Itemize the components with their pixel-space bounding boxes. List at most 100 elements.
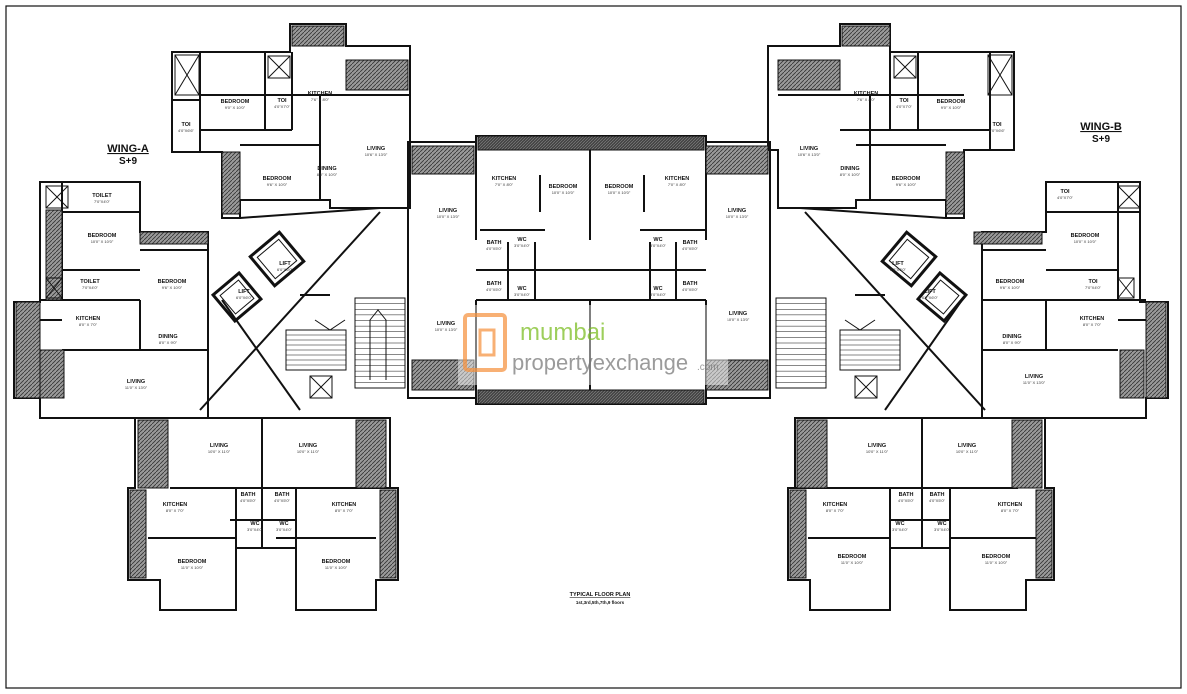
room-label: BEDROOM — [838, 554, 867, 560]
fixture-layer — [45, 54, 1141, 399]
room-label: DINING — [1002, 334, 1021, 340]
room-dimension: 10'0" X 13'0" — [727, 317, 750, 322]
room-dimension: 10'6" X 13'0" — [798, 152, 821, 157]
wall-layer — [13, 23, 1169, 611]
room-label: BEDROOM — [605, 184, 634, 190]
room-label: LIVING — [437, 321, 455, 327]
room-dimension: 11'0" X 10'0" — [325, 565, 348, 570]
room-label: WC — [517, 237, 526, 243]
balcony-hatch-layer — [15, 25, 1167, 579]
room-dimension: 9'0" X 10'0" — [941, 105, 962, 110]
room-label: WC — [250, 521, 259, 527]
plan-subtitle: 1st,3rd,5th,7th,9 floors — [576, 600, 625, 605]
room-label: BEDROOM — [1071, 233, 1100, 239]
room-label: LIVING — [729, 311, 747, 317]
room-dimension: 8'0" X 10'0" — [317, 172, 338, 177]
room-label: TOILET — [80, 279, 100, 285]
room-dimension: 8'0" X 7'0" — [1001, 508, 1020, 513]
room-dimension: 10'0" X 10'0" — [1074, 239, 1097, 244]
room-label: TOI — [992, 122, 1002, 128]
room-dimension: 9'0" X 10'0" — [225, 105, 246, 110]
room-dimension: 10'0" X 10'0" — [91, 239, 114, 244]
room-label: BEDROOM — [549, 184, 578, 190]
room-dimension: 3'0"X4'0" — [892, 527, 909, 532]
room-label: LIVING — [1025, 374, 1043, 380]
room-label: LIFT — [924, 289, 936, 295]
watermark-brand-line1: mumbai — [520, 319, 605, 346]
room-label: WC — [653, 286, 662, 292]
room-label: BEDROOM — [221, 99, 250, 105]
room-dimension: 8'0" X 7'0" — [1083, 322, 1102, 327]
room-dimension: 3'0"X4'0" — [514, 243, 531, 248]
room-dimension: 11'0" X 13'0" — [125, 385, 148, 390]
room-dimension: 4'0"X5'0" — [274, 498, 291, 503]
room-label: LIVING — [958, 443, 976, 449]
room-label: KITCHEN — [308, 91, 332, 97]
room-dimension: 7'0"X4'0" — [1085, 285, 1102, 290]
room-dimension: 4'0"X5'0" — [682, 246, 699, 251]
room-dimension: 7'0" X 8'0" — [668, 182, 687, 187]
room-dimension: 8'0" X 7'0" — [79, 322, 98, 327]
room-dimension: 10'0" X 11'0" — [297, 449, 320, 454]
room-label: LIVING — [800, 146, 818, 152]
room-label: KITCHEN — [823, 502, 847, 508]
room-label: KITCHEN — [998, 502, 1022, 508]
plan-title: TYPICAL FLOOR PLAN — [570, 592, 631, 598]
room-dimension: 4'0"X5'0" — [486, 246, 503, 251]
room-dimension: 3'0"X4'0" — [276, 527, 293, 532]
room-label: KITCHEN — [854, 91, 878, 97]
room-dimension: 6'0"X6'0" — [890, 267, 907, 272]
room-dimension: 10'0" X 11'0" — [208, 449, 231, 454]
room-dimension: 8'0" X 7'0" — [166, 508, 185, 513]
room-dimension: 4'0"X6'6" — [989, 128, 1006, 133]
room-dimension: 10'0" X 10'0" — [552, 190, 575, 195]
room-dimension: 10'0" X 11'0" — [866, 449, 889, 454]
room-label: LIVING — [439, 208, 457, 214]
room-dimension: 9'6" X 10'0" — [896, 182, 917, 187]
room-dimension: 9'6" X 10'0" — [162, 285, 183, 290]
room-label: BATH — [487, 240, 502, 246]
room-label: KITCHEN — [492, 176, 516, 182]
room-dimension: 8'0" X 9'0" — [159, 340, 178, 345]
room-label: KITCHEN — [332, 502, 356, 508]
wing-b-floors: S+9 — [1092, 134, 1111, 145]
room-label: BEDROOM — [892, 176, 921, 182]
room-label: WC — [937, 521, 946, 527]
room-label: LIFT — [279, 261, 291, 267]
room-label: BEDROOM — [263, 176, 292, 182]
room-dimension: 4'0"X5'0" — [240, 498, 257, 503]
room-label: BEDROOM — [982, 554, 1011, 560]
room-label: TOI — [1060, 189, 1070, 195]
room-label: BATH — [241, 492, 256, 498]
room-label: DINING — [317, 166, 336, 172]
room-label: LIVING — [868, 443, 886, 449]
room-dimension: 11'0" X 10'0" — [181, 565, 204, 570]
room-label: LIVING — [728, 208, 746, 214]
wing-a-title: WING-A — [107, 143, 149, 155]
room-dimension: 8'0" X 9'0" — [1003, 340, 1022, 345]
room-label: BATH — [683, 240, 698, 246]
room-label: KITCHEN — [665, 176, 689, 182]
room-dimension: 10'0" X 13'0" — [726, 214, 749, 219]
room-dimension: 11'0" X 10'0" — [985, 560, 1008, 565]
room-label: WC — [895, 521, 904, 527]
room-dimension: 10'6" X 13'0" — [365, 152, 388, 157]
room-label: BATH — [899, 492, 914, 498]
room-dimension: 3'0"X4'0" — [650, 292, 667, 297]
room-label: BEDROOM — [322, 559, 351, 565]
room-dimension: 3'0"X4'0" — [650, 243, 667, 248]
watermark-suffix: .com — [697, 362, 719, 373]
room-dimension: 4'0"X7'0" — [274, 104, 291, 109]
room-label: TOI — [1088, 279, 1098, 285]
room-dimension: 11'0" X 13'0" — [1023, 380, 1046, 385]
room-label: LIVING — [210, 443, 228, 449]
room-dimension: 9'6" X 10'0" — [267, 182, 288, 187]
room-dimension: 10'0" X 10'0" — [608, 190, 631, 195]
room-dimension: 4'0"X7'0" — [896, 104, 913, 109]
room-label: WC — [517, 286, 526, 292]
room-label: BATH — [275, 492, 290, 498]
room-label: BATH — [683, 281, 698, 287]
room-label: LIVING — [367, 146, 385, 152]
